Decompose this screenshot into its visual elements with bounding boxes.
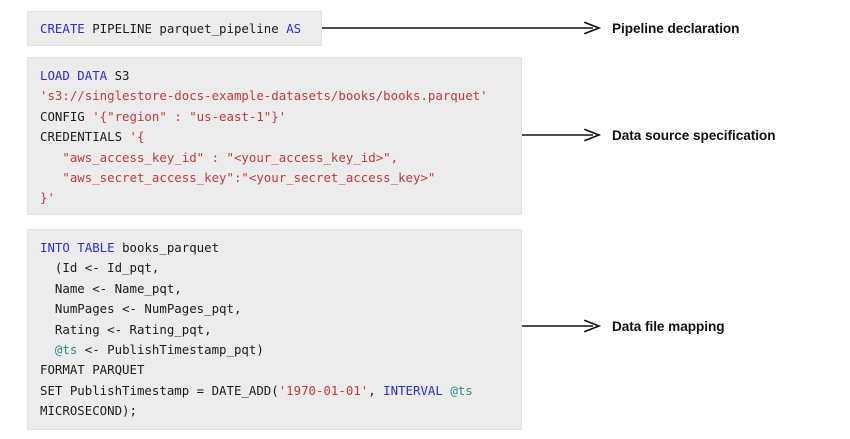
code-token: books_parquet (114, 240, 220, 255)
code-token: @ts (450, 382, 473, 398)
code-token: '1970-01-01' (278, 382, 369, 398)
code-token: PIPELINE parquet_pipeline (84, 21, 287, 36)
code-token: "aws_access_key_id" : "<your_access_key_… (40, 149, 399, 165)
annotation-label-pipeline-declaration: Pipeline declaration (612, 21, 740, 36)
code-token: @ts (54, 341, 78, 357)
code-token: FORMAT PARQUET (40, 362, 145, 378)
code-block-pipeline-declaration: CREATE PIPELINE parquet_pipeline AS (27, 11, 322, 46)
code-token: Rating <- Rating_pqt, (40, 321, 212, 337)
code-token: , (368, 382, 384, 398)
code-line: Name <- Name_pqt, (40, 279, 509, 299)
code-block-data-source-specification: LOAD DATA S3 's3://singlestore-docs-examp… (27, 57, 522, 215)
code-token: "aws_secret_access_key":"<your_secret_ac… (40, 169, 436, 185)
code-block-data-file-mapping: INTO TABLE books_parquet (Id <- Id_pqt, … (27, 229, 522, 430)
code-token: INTERVAL (383, 382, 443, 398)
code-line: "aws_secret_access_key":"<your_secret_ac… (40, 168, 509, 188)
code-token: CREATE (40, 21, 85, 36)
code-line: }' (40, 188, 509, 208)
code-token: S3 (107, 68, 130, 83)
code-token: '{"region" : "us-east-1"}' (92, 108, 287, 124)
annotation-label-data-file-mapping: Data file mapping (612, 319, 725, 334)
code-line: CREDENTIALS '{ (40, 127, 509, 147)
code-token: CREDENTIALS (40, 129, 130, 145)
code-line: "aws_access_key_id" : "<your_access_key_… (40, 148, 509, 168)
code-line: Rating <- Rating_pqt, (40, 320, 509, 340)
code-token: LOAD DATA (40, 68, 108, 83)
code-token: AS (286, 21, 302, 36)
code-line: INTO TABLE books_parquet (40, 238, 509, 258)
code-token: 's3://singlestore-docs-example-datasets/… (40, 88, 488, 104)
code-token: SET PublishTimestamp = DATE_ADD( (40, 382, 279, 398)
code-token: }' (40, 190, 55, 206)
arrow-data-file-mapping (522, 319, 604, 333)
code-line: FORMAT PARQUET (40, 360, 509, 380)
arrow-data-source-specification (522, 128, 604, 142)
code-line: LOAD DATA S3 (40, 66, 509, 86)
code-line: (Id <- Id_pqt, (40, 258, 509, 278)
arrow-pipeline-declaration (322, 21, 604, 35)
code-token: NumPages <- NumPages_pqt, (40, 301, 242, 317)
code-line: CREATE PIPELINE parquet_pipeline AS (40, 19, 309, 39)
code-line: CONFIG '{"region" : "us-east-1"}' (40, 107, 509, 127)
code-token: MICROSECOND); (40, 403, 137, 419)
code-token: '{ (129, 129, 145, 145)
code-token: CONFIG (40, 108, 93, 124)
code-line: 's3://singlestore-docs-example-datasets/… (40, 86, 509, 106)
code-line: NumPages <- NumPages_pqt, (40, 299, 509, 319)
code-line: SET PublishTimestamp = DATE_ADD('1970-01… (40, 381, 509, 401)
code-line: MICROSECOND); (40, 401, 509, 421)
annotation-label-data-source-specification: Data source specification (612, 128, 776, 143)
code-token (40, 342, 55, 357)
code-token: <- PublishTimestamp_pqt) (77, 341, 264, 357)
code-token: (Id <- Id_pqt, (40, 260, 160, 276)
code-line: @ts <- PublishTimestamp_pqt) (40, 340, 509, 360)
code-token: Name <- Name_pqt, (40, 280, 182, 296)
code-token: INTO TABLE (40, 240, 115, 255)
